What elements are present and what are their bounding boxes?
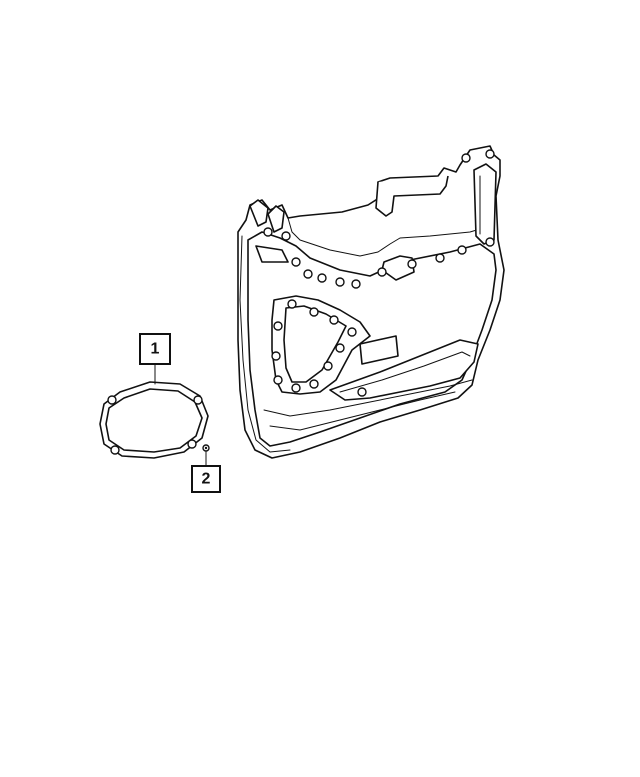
trim-clips	[263, 149, 495, 397]
speaker-gasket	[99, 381, 209, 459]
callout-1-label: 1	[151, 341, 160, 358]
callout-2: 2	[191, 465, 221, 493]
callout-1: 1	[139, 333, 171, 365]
door-trim-panel	[237, 145, 505, 459]
retainer-clip	[202, 444, 210, 452]
callout-2-label: 2	[202, 471, 211, 488]
